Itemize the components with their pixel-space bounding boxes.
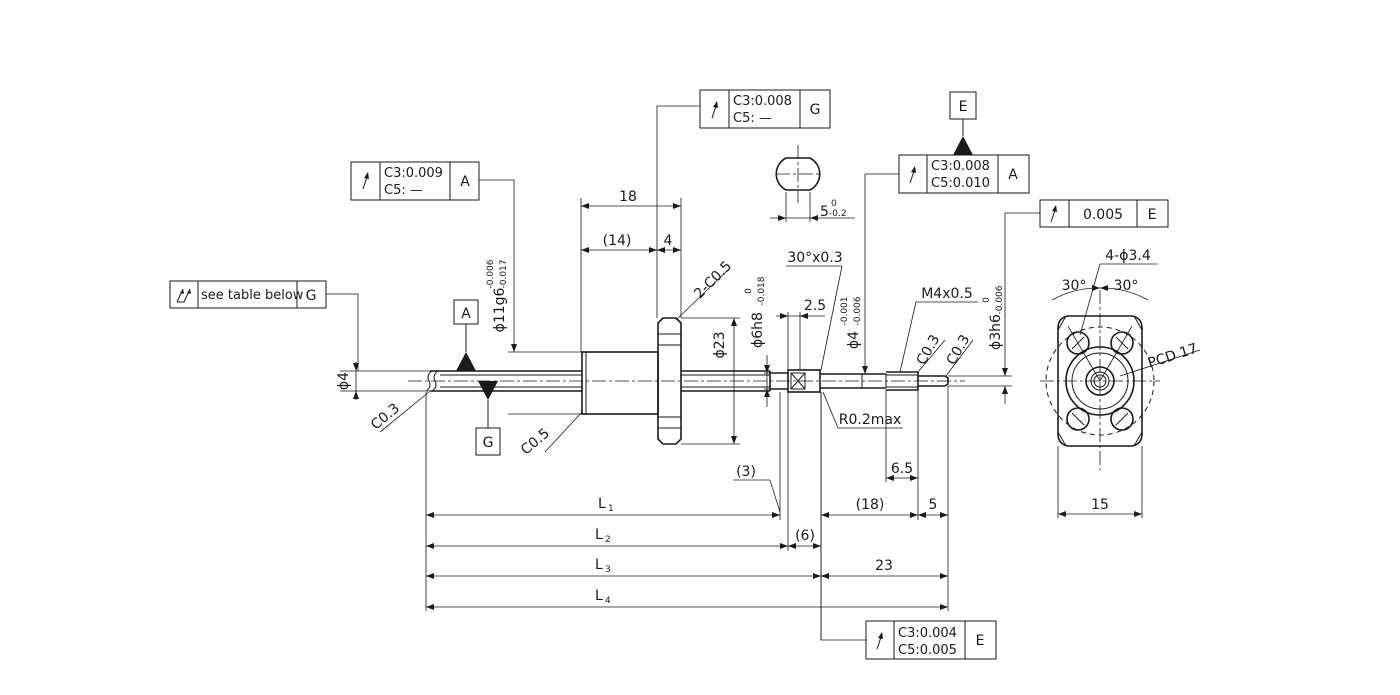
dim-2-5: 2.5 (804, 298, 826, 314)
fcf-nut-datum: G (810, 102, 821, 118)
dim-18-paren: (18) (856, 497, 885, 513)
dim-phi3-upper: 0 (982, 297, 992, 303)
fcf-right-a-datum: A (1008, 167, 1018, 183)
dim-flat-lower: -0.2 (829, 209, 847, 219)
fcf-a-line2: C5: — (384, 183, 423, 198)
dim-3: (3) (736, 464, 756, 480)
dim-4: 4 (664, 233, 673, 249)
dim-holes: 4-ϕ3.4 (1105, 248, 1151, 264)
dim-c03-a: C0.3 (914, 332, 944, 368)
datum-g-label: G (483, 435, 494, 451)
dim-30x03: 30°x0.3 (787, 250, 842, 266)
dim-angle-30-right: 30° (1114, 278, 1139, 294)
ball-screw-shaft (408, 369, 965, 393)
fcf-right-a-line2: C5:0.010 (931, 176, 990, 191)
fcf-bottom-line1: C3:0.004 (898, 626, 957, 641)
dim-phi6-upper: 0 (744, 288, 754, 294)
dim-18: 18 (619, 189, 637, 205)
fcf-right-a-line1: C3:0.008 (931, 159, 990, 174)
fcf-runout-a-right: C3:0.008 C5:0.010 A E (862, 91, 1030, 374)
fcf-a-datum: A (460, 174, 470, 190)
dim-l1: L (598, 496, 606, 512)
fcf-bottom-datum: E (976, 633, 985, 649)
dim-l2-sub: 2 (605, 535, 611, 545)
dim-flat-upper: 0 (831, 199, 837, 209)
runout-icon (362, 172, 369, 190)
dim-c05: C0.5 (518, 426, 553, 459)
dim-phi11: ϕ11g6 (492, 287, 508, 332)
datum-e-label: E (959, 99, 968, 115)
dim-l2: L (595, 527, 603, 543)
dim-angle-30-left: 30° (1062, 278, 1087, 294)
dim-c03-b: C0.3 (944, 332, 974, 368)
dim-r02: R0.2max (839, 412, 902, 428)
dim-flange-15: 15 (1091, 497, 1109, 513)
dimensions: ϕ4 C0.3 ϕ11g6 -0.006 -0.017 C0.5 18 (14)… (336, 189, 1012, 640)
total-runout-icon (176, 288, 191, 303)
fcf-g-datum: G (306, 288, 317, 304)
fcf-total-runout-g: see table below G (169, 280, 359, 371)
dim-pcd: PCD 17 (1146, 341, 1200, 372)
dim-phi11-lower: -0.017 (499, 259, 509, 288)
fcf-a-line1: C3:0.009 (384, 166, 443, 181)
fcf-runout-a-left: C3:0.009 C5: — A (350, 161, 517, 352)
dim-phi4b-upper: -0.001 (840, 296, 850, 325)
dim-6-5: 6.5 (891, 461, 913, 477)
dim-6-paren: (6) (795, 528, 815, 544)
dim-m4: M4x0.5 (921, 286, 973, 302)
fcf-runout-nut: C3:0.008 C5: — G (656, 89, 831, 318)
dim-flat-5: 5 (820, 204, 829, 220)
dim-l1-sub: 1 (608, 504, 614, 514)
dim-l3: L (595, 557, 603, 573)
dim-5: 5 (929, 497, 938, 513)
fcf-e-value: 0.005 (1083, 207, 1123, 223)
runout-icon (909, 166, 916, 184)
dim-phi4: ϕ4 (336, 372, 352, 390)
datum-a-label: A (461, 306, 471, 322)
fcf-e-datum: E (1148, 207, 1157, 223)
dim-c03-left: C0.3 (368, 401, 403, 434)
ball-nut (581, 317, 682, 445)
dim-l4-sub: 4 (605, 596, 611, 606)
fcf-runout-e: 0.005 E (1002, 199, 1169, 376)
runout-icon (876, 632, 883, 650)
dim-l3-sub: 3 (605, 565, 611, 575)
datum-a-marker: A (453, 299, 479, 371)
runout-icon (711, 101, 718, 119)
dim-2c05: 2-C0.5 (691, 258, 735, 302)
dim-14: (14) (603, 233, 632, 249)
dim-phi6-lower: -0.018 (757, 276, 767, 305)
datum-g-marker: G (475, 381, 501, 456)
fcf-runout-bottom: C3:0.004 C5:0.005 E (820, 392, 997, 660)
dim-23: 23 (875, 558, 893, 574)
dim-phi6: ϕ6h8 (750, 312, 766, 348)
flat-section-detail: 5 0 -0.2 (770, 145, 855, 222)
dim-phi3: ϕ3h6 (988, 314, 1004, 350)
fcf-nut-line2: C5: — (733, 111, 772, 126)
fcf-bottom-line2: C5:0.005 (898, 643, 957, 658)
dim-phi11-upper: -0.006 (486, 259, 496, 288)
fcf-g-text: see table below (201, 288, 304, 303)
runout-icon (1050, 205, 1057, 223)
dim-phi23: ϕ23 (712, 331, 728, 358)
dim-l4: L (595, 588, 603, 604)
dim-phi3-lower: -0.006 (995, 285, 1005, 314)
fcf-nut-line1: C3:0.008 (733, 94, 792, 109)
dim-phi4b-lower: -0.006 (853, 296, 863, 325)
flange-end-view: 30° 30° 4-ϕ3.4 PCD 17 15 (1040, 248, 1201, 518)
dim-phi4b: ϕ4 (846, 331, 862, 349)
